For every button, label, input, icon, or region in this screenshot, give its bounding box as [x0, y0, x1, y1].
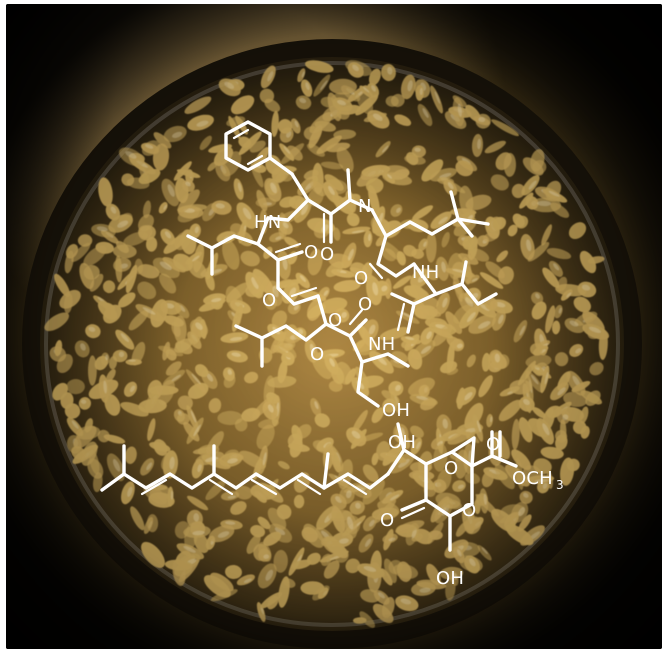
label-o-ester-right: O: [486, 434, 500, 455]
benzene-ring: [224, 120, 294, 176]
polyene-chain: [100, 444, 390, 496]
label-o-right-carbonyl: O: [358, 294, 372, 315]
label-o-ester: O: [262, 290, 276, 311]
label-n-methyl: N: [358, 196, 372, 217]
chemical-structure-overlay: HN N O O O O NH O O O NH OH OH O O OCH: [100, 120, 564, 589]
label-o-ketone: O: [380, 510, 394, 531]
middle-ester: [234, 294, 410, 408]
label-oh-top: OH: [388, 432, 416, 453]
label-nh-right: NH: [412, 262, 439, 283]
label-hn-top: HN: [254, 212, 281, 233]
label-oh-bottom: OH: [436, 568, 464, 589]
label-nh-lower: NH: [368, 334, 395, 355]
label-o-epoxide: O: [444, 458, 458, 479]
label-o-ring: O: [462, 500, 476, 521]
label-o-top-carbonyl: O: [320, 244, 334, 265]
photo-illustration: HN N O O O O NH O O O NH OH OH O O OCH: [6, 4, 662, 649]
label-o-mid-carbonyl: O: [328, 310, 342, 331]
petri-dish-photo: HN N O O O O NH O O O NH OH OH O O OCH: [6, 4, 662, 649]
ring-system: [386, 422, 518, 552]
label-och: OCH: [512, 468, 553, 489]
label-o-ester-mid: O: [310, 344, 324, 365]
label-o-left-carbonyl: O: [304, 242, 318, 263]
label-o-center-carbonyl: O: [354, 268, 368, 289]
label-oh-serine: OH: [382, 400, 410, 421]
label-sub3: 3: [556, 478, 564, 492]
structure-labels: HN N O O O O NH O O O NH OH OH O O OCH: [254, 196, 564, 589]
left-isobutyl-ester: [186, 216, 320, 306]
peptide-backbone-upper: [266, 168, 490, 280]
right-leucine: [390, 260, 498, 334]
